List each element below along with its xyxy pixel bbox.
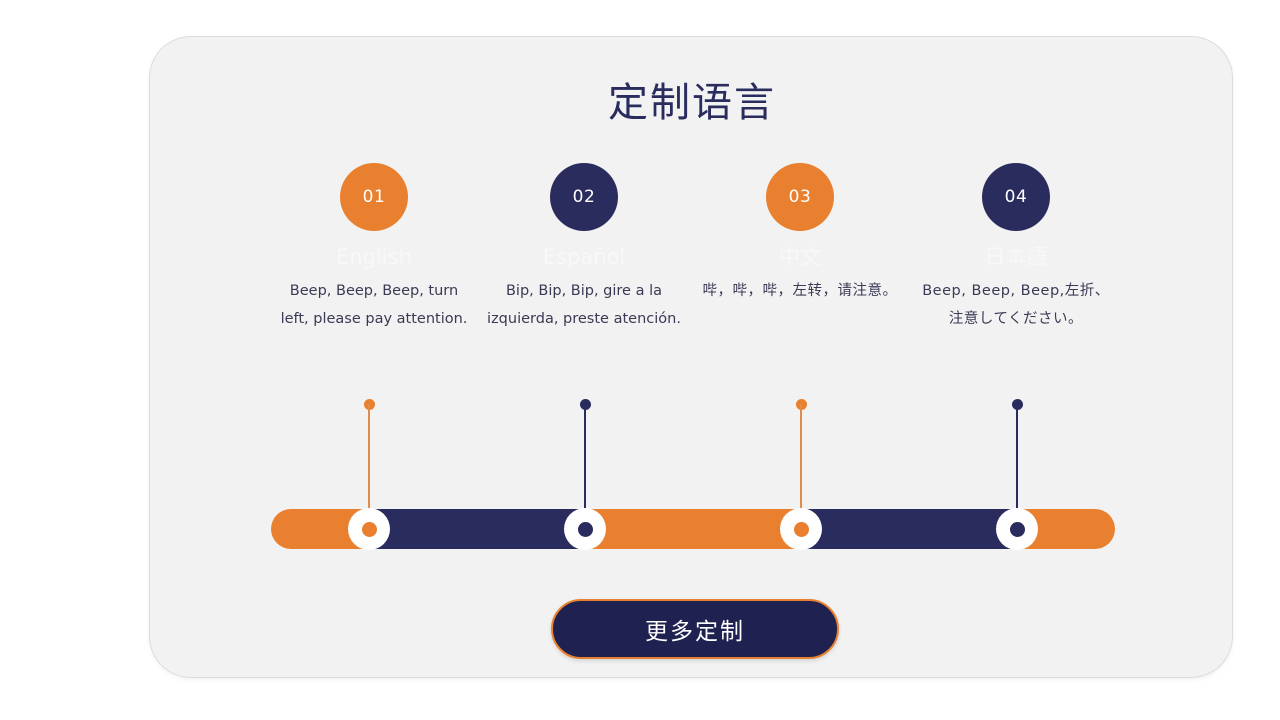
language-phrase-01: Beep, Beep, Beep, turn left, please pay …: [280, 283, 468, 327]
language-name-01: English: [336, 245, 412, 269]
page-title: 定制语言: [608, 80, 776, 126]
marker-core-icon-03: [793, 521, 809, 537]
marker-core-icon-02: [577, 521, 593, 537]
content-card: 定制语言 01 English Beep, Beep, Beep, turn l…: [149, 36, 1233, 678]
timeline-bar: [271, 509, 1115, 549]
step-badge-04[interactable]: 04: [982, 163, 1050, 231]
marker-ring-02: [564, 508, 606, 550]
timeline-segment-2: [369, 509, 585, 549]
marker-ring-03: [780, 508, 822, 550]
language-name-02: Español: [542, 245, 626, 269]
language-phrase-04: Beep, Beep, Beep,左折、注意してください。: [922, 283, 1110, 327]
language-phrase-02: Bip, Bip, Bip, gire a la izquierda, pres…: [487, 283, 681, 327]
marker-stem-02: [584, 404, 586, 530]
marker-stem-04: [1016, 404, 1018, 530]
language-column-04: 04 日本語 Beep, Beep, Beep,左折、注意してください。: [908, 163, 1124, 333]
more-customization-button[interactable]: 更多定制: [551, 599, 839, 659]
step-badge-03[interactable]: 03: [766, 163, 834, 231]
step-badge-01[interactable]: 01: [340, 163, 408, 231]
language-column-03: 03 中文 哔，哔，哔，左转，请注意。: [692, 163, 908, 305]
timeline: [150, 389, 1234, 589]
language-column-02: 02 Español Bip, Bip, Bip, gire a la izqu…: [476, 163, 692, 333]
marker-ring-04: [996, 508, 1038, 550]
timeline-segment-3: [585, 509, 801, 549]
language-column-01: 01 English Beep, Beep, Beep, turn left, …: [266, 163, 482, 333]
marker-core-icon-01: [361, 521, 377, 537]
step-badge-02[interactable]: 02: [550, 163, 618, 231]
language-columns: 01 English Beep, Beep, Beep, turn left, …: [150, 163, 1234, 393]
marker-stem-03: [800, 404, 802, 530]
marker-ring-01: [348, 508, 390, 550]
timeline-segment-4: [801, 509, 1017, 549]
marker-core-icon-04: [1009, 521, 1025, 537]
language-phrase-03: 哔，哔，哔，左转，请注意。: [702, 283, 898, 299]
language-name-04: 日本語: [984, 245, 1048, 269]
language-name-03: 中文: [779, 245, 821, 269]
marker-stem-01: [368, 404, 370, 530]
